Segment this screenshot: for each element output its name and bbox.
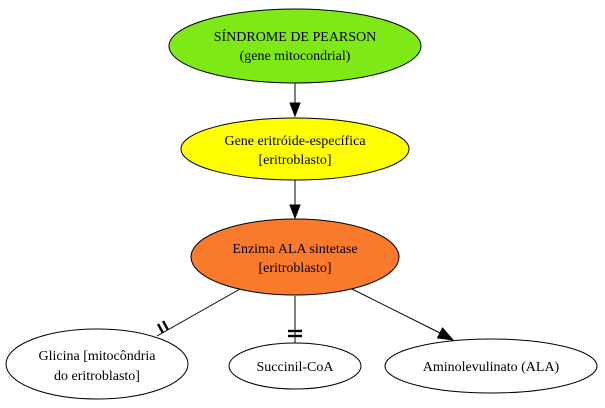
node-label: (gene mitocondrial) [240,49,351,64]
node-label: Aminolevulinato (ALA) [423,360,560,375]
node-shape [168,8,422,84]
tee-marker [156,323,165,334]
node-shape [190,218,400,296]
arrowhead [289,204,301,220]
node-label: [eritroblasto] [258,153,331,168]
edge-enzima-to-glicina [156,288,241,337]
node-label: Glicina [mitocôndria [38,349,156,364]
node-label: do eritroblasto] [54,369,140,384]
edge-enzima-to-ala [351,288,455,341]
edges [156,83,455,343]
node-label: Enzima ALA sintetase [232,242,357,257]
node-pearson-syndrome: SÍNDROME DE PEARSON (gene mitocondrial) [168,8,422,84]
node-aminolevulinato: Aminolevulinato (ALA) [384,338,598,394]
node-label: Succinil-CoA [257,360,335,375]
edge-pearson-to-gene [289,83,301,118]
arrowhead [436,327,455,341]
node-gene-eritroide: Gene eritróide-específica [eritroblasto] [180,117,410,181]
tee-marker [161,320,170,331]
node-label: Gene eritróide-específica [224,134,366,149]
node-shape [180,117,410,181]
node-glicina: Glicina [mitocôndria do eritroblasto] [5,328,189,400]
node-shape [228,342,362,390]
node-label: [eritroblasto] [258,261,331,276]
node-label: SÍNDROME DE PEARSON [214,28,377,45]
node-enzima-ala-sintetase: Enzima ALA sintetase [eritroblasto] [190,218,400,296]
node-succinil-coa: Succinil-CoA [228,342,362,390]
arrowhead [289,102,301,118]
edge-gene-to-enzima [289,180,301,220]
node-shape [384,338,598,394]
node-shape [5,328,189,400]
edge-enzima-to-succinil [288,296,302,343]
